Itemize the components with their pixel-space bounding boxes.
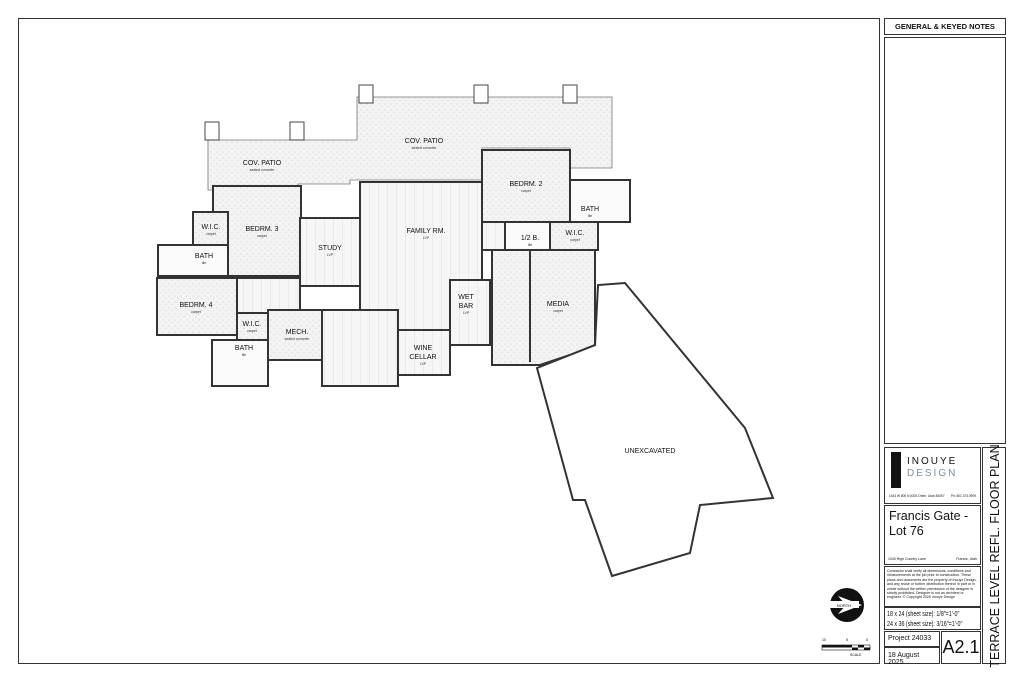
svg-text:LVP: LVP xyxy=(327,253,334,257)
sheet-title-strip: TERRACE LEVEL REFL. FLOOR PLAN xyxy=(982,444,1006,668)
svg-text:FAMILY RM.: FAMILY RM. xyxy=(406,228,445,235)
logo-mark-icon xyxy=(891,452,901,488)
sheet-title: TERRACE LEVEL REFL. FLOOR PLAN xyxy=(988,444,1002,668)
project-number: Project 24033 xyxy=(884,631,940,647)
project-date: 18 August 2025 xyxy=(884,647,940,666)
north-arrow-icon: NORTH xyxy=(829,588,864,622)
svg-text:BAR: BAR xyxy=(459,303,473,310)
svg-text:WET: WET xyxy=(458,294,474,301)
project-address: 1040 High Country Lane xyxy=(888,557,926,561)
svg-text:BEDRM. 2: BEDRM. 2 xyxy=(509,181,542,188)
firm-logo-block: INOUYE DESIGN 1443 W 800 N #303 Orem, Ut… xyxy=(884,447,981,504)
chimneys xyxy=(204,84,578,141)
firm-name: INOUYE xyxy=(907,456,958,467)
svg-text:NORTH: NORTH xyxy=(837,603,851,608)
svg-text:BATH: BATH xyxy=(235,345,253,352)
svg-text:tile: tile xyxy=(588,214,593,218)
svg-text:W.I.C.: W.I.C. xyxy=(565,230,584,237)
svg-text:BATH: BATH xyxy=(581,206,599,213)
svg-text:carpet: carpet xyxy=(553,309,563,313)
scale-bar: 10 5 0 SCALE xyxy=(821,638,871,657)
svg-text:BATH: BATH xyxy=(195,253,213,260)
sheet-number: A2.1 xyxy=(941,631,981,664)
firm-phone: Ph: 801.373.0909 xyxy=(950,494,976,498)
svg-text:tile: tile xyxy=(242,353,247,357)
walls xyxy=(156,149,631,387)
svg-text:LVP: LVP xyxy=(463,311,470,315)
svg-text:WINE: WINE xyxy=(414,345,433,352)
svg-text:BEDRM. 4: BEDRM. 4 xyxy=(179,302,212,309)
svg-text:5: 5 xyxy=(846,638,848,642)
notes-header: GENERAL & KEYED NOTES xyxy=(884,18,1006,35)
firm-name-2: DESIGN xyxy=(907,468,958,479)
svg-text:carpet: carpet xyxy=(191,310,201,314)
scale-18x24: 18 x 24 (sheet size): 1/8"=1'-0" xyxy=(887,609,960,618)
svg-text:UNEXCAVATED: UNEXCAVATED xyxy=(625,448,676,455)
svg-text:carpet: carpet xyxy=(521,189,531,193)
drawing-frame xyxy=(18,18,880,664)
svg-text:carpet: carpet xyxy=(257,234,267,238)
svg-text:carpet: carpet xyxy=(206,232,216,236)
svg-text:COV. PATIO: COV. PATIO xyxy=(405,138,444,145)
svg-text:LVP: LVP xyxy=(423,236,430,240)
svg-text:W.I.C.: W.I.C. xyxy=(201,224,220,231)
svg-text:tile: tile xyxy=(202,261,207,265)
svg-text:1/2 B.: 1/2 B. xyxy=(521,235,539,242)
svg-text:tile: tile xyxy=(528,243,533,247)
project-title-line2: Lot 76 xyxy=(889,524,924,538)
svg-text:sealed concrete: sealed concrete xyxy=(285,337,310,341)
svg-text:sealed concrete: sealed concrete xyxy=(412,146,437,150)
project-title: Francis Gate - Lot 76 xyxy=(889,509,968,539)
svg-text:COV. PATIO: COV. PATIO xyxy=(243,160,282,167)
svg-text:SCALE: SCALE xyxy=(850,653,862,657)
svg-text:W.I.C.: W.I.C. xyxy=(242,321,261,328)
svg-text:CELLAR: CELLAR xyxy=(409,354,436,361)
project-city: Francis, Utah xyxy=(956,557,977,561)
notes-panel xyxy=(884,37,1006,444)
sheet-scales: 18 x 24 (sheet size): 1/8"=1'-0" 24 x 36… xyxy=(884,607,981,630)
project-title-line1: Francis Gate - xyxy=(889,509,969,523)
unexcavated-area xyxy=(535,281,775,578)
project-block: Francis Gate - Lot 76 1040 High Country … xyxy=(884,505,981,565)
scale-24x36: 24 x 36 (sheet size): 3/16"=1'-0" xyxy=(887,619,963,628)
svg-text:STUDY: STUDY xyxy=(318,245,342,252)
firm-address: 1443 W 800 N #303 Orem, Utah 84057 xyxy=(889,494,945,498)
svg-text:0: 0 xyxy=(866,638,868,642)
svg-text:sealed concrete: sealed concrete xyxy=(250,168,275,172)
svg-text:LVP: LVP xyxy=(420,362,427,366)
svg-text:10: 10 xyxy=(822,638,826,642)
svg-text:carpet: carpet xyxy=(247,329,257,333)
svg-text:BEDRM. 3: BEDRM. 3 xyxy=(245,226,278,233)
svg-text:carpet: carpet xyxy=(570,238,580,242)
svg-text:MECH.: MECH. xyxy=(286,329,309,336)
svg-text:MEDIA: MEDIA xyxy=(547,301,570,308)
disclaimer: Contractor shall verify all dimensions, … xyxy=(884,566,981,607)
